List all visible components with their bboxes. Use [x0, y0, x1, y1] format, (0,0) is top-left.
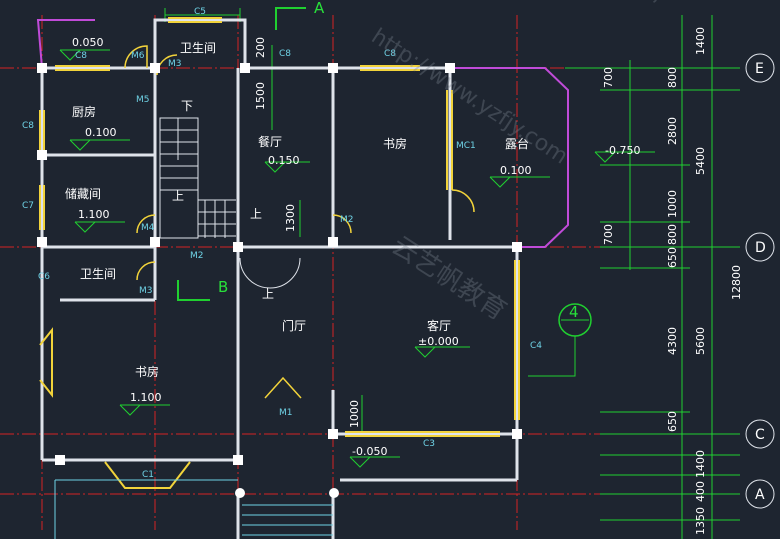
dim-200: 200	[254, 37, 267, 58]
dim-4300: 4300	[666, 327, 679, 355]
dim-700-top: 700	[602, 67, 615, 88]
dim-12800: 12800	[730, 265, 743, 300]
code-c4: C4	[530, 341, 542, 351]
outline-walls	[36, 19, 569, 248]
axis-label-c: C	[755, 427, 765, 443]
room-kitchen: 厨房	[72, 104, 96, 119]
code-m2-stair: M2	[190, 251, 204, 261]
room-storage: 储藏间	[65, 186, 101, 201]
code-c1: C1	[142, 470, 154, 480]
stairs	[159, 117, 301, 289]
stair-up-label: 上	[250, 207, 262, 221]
entrance-steps	[54, 479, 333, 539]
room-foyer: 门厅	[282, 318, 306, 333]
room-bathroom-mid: 卫生间	[80, 267, 116, 281]
axis-label-a: A	[755, 487, 765, 503]
section-callout-number: 4	[569, 303, 579, 321]
columns	[37, 63, 522, 498]
code-c8-study: C8	[384, 49, 396, 59]
stair-up-label-3: 上	[172, 189, 184, 203]
code-m6: M6	[131, 51, 145, 61]
level-minus-0750: -0.750	[605, 144, 640, 157]
dim-650-bottom: 650	[666, 411, 679, 432]
level-minus-0050: -0.050	[352, 445, 387, 458]
code-m3-bath: M3	[139, 286, 153, 296]
dim-5400: 5400	[694, 147, 707, 175]
dim-1000-right: 1000	[666, 190, 679, 218]
axis-label-d: D	[755, 240, 766, 256]
code-c5: C5	[194, 7, 206, 17]
room-living: 客厅	[427, 318, 451, 333]
level-0100-terrace: 0.100	[500, 164, 532, 177]
axis-label-e: E	[755, 61, 764, 77]
dimension-lines	[164, 8, 740, 539]
level-1100-storage: 1.100	[78, 208, 110, 221]
axis-bubbles	[745, 53, 775, 509]
room-terrace: 露台	[505, 136, 529, 151]
level-markers	[59, 49, 655, 468]
level-1100-study: 1.100	[130, 391, 162, 404]
section-marker-b: B	[218, 278, 228, 296]
code-m4: M4	[141, 223, 155, 233]
room-bathroom-top: 卫生间	[180, 41, 216, 55]
level-0050: 0.050	[72, 36, 104, 49]
dim-650-top: 650	[666, 247, 679, 268]
code-c8-side: C8	[22, 121, 34, 131]
code-m1: M1	[279, 408, 293, 418]
code-c8-kitchen: C8	[75, 51, 87, 61]
section-marker-a: A	[314, 0, 325, 17]
room-dining: 餐厅	[258, 134, 282, 149]
dim-400: 400	[694, 481, 707, 502]
code-m3-top: M3	[168, 59, 182, 69]
level-0000: ±0.000	[418, 335, 459, 348]
code-m5: M5	[136, 95, 150, 105]
dim-1400-top: 1400	[694, 27, 707, 55]
dim-1400-bottom: 1400	[694, 450, 707, 478]
level-0100-kitchen: 0.100	[85, 126, 117, 139]
dim-5600: 5600	[694, 327, 707, 355]
code-c8-dining: C8	[279, 49, 291, 59]
windows	[39, 17, 520, 489]
dim-700-bottom: 700	[602, 224, 615, 245]
level-0150: 0.150	[268, 154, 300, 167]
dim-1300: 1300	[284, 204, 297, 232]
code-c6: C6	[38, 272, 50, 282]
doors	[124, 45, 475, 399]
room-study-left: 书房	[135, 364, 159, 379]
code-mc1: MC1	[456, 141, 476, 151]
dim-800-bottom: 800	[666, 224, 679, 245]
code-m2-study: M2	[340, 215, 354, 225]
section-callout	[528, 303, 592, 377]
section-cuts	[177, 7, 306, 301]
dim-1350: 1350	[694, 507, 707, 535]
code-c7: C7	[22, 201, 34, 211]
stair-down-label: 下	[181, 99, 193, 113]
room-study-top: 书房	[383, 136, 407, 151]
dim-800-top: 800	[666, 67, 679, 88]
dim-2800: 2800	[666, 117, 679, 145]
code-c3: C3	[423, 439, 435, 449]
dim-1500: 1500	[254, 82, 267, 110]
stair-up-label-2: 上	[262, 287, 274, 301]
dim-1000: 1000	[348, 400, 361, 428]
